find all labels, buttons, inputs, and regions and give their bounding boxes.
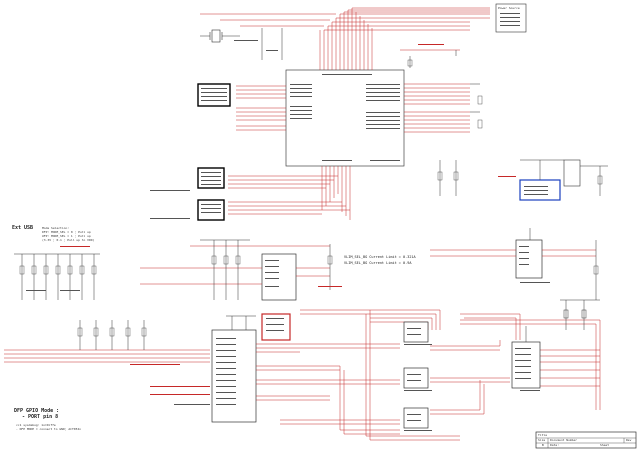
dfp-note-1: cc1 sysdebug: 1o=Diffe (16, 423, 56, 427)
mux-ic-bottom-right (511, 326, 541, 391)
ext-usb-title: Ext USB (12, 225, 33, 231)
rev-label: Rev (626, 438, 632, 442)
highlight-box-red (261, 313, 291, 341)
title-block: Title Size B Document Number Rev Date: S… (535, 431, 637, 449)
usb-switch-ic (140, 239, 342, 301)
ext-usb-note-2: DFP: MODE_SEL = 0 ; Pull up (42, 230, 91, 234)
signal-bus-routing (280, 309, 601, 441)
size-label: Size (538, 438, 545, 442)
highlight-box-blue (498, 159, 608, 201)
date-label: Date: (550, 443, 559, 447)
dfp-title: DFP GPIO Mode : (14, 408, 59, 414)
dfp-controller-ic (211, 315, 400, 423)
ext-usb-note-4: (3.3V ; 0.1 ; Pull up to VDD) (42, 238, 95, 242)
size-value: B (542, 443, 544, 447)
dfp-subtitle: - PORT pin 8 (22, 414, 58, 420)
right-edge-passives (560, 299, 600, 330)
usb-hub-ic (200, 7, 490, 220)
title-label: Title (538, 433, 547, 437)
ext-usb-note-1: Mode Selection: (42, 226, 69, 230)
ext-usb-note-3: UFP: MODE_SEL = 1 ; Pull up (42, 234, 91, 238)
switch-ic-1 (403, 321, 432, 345)
ext-usb-section: Ext USB Mode Selection: DFP: MODE_SEL = … (12, 225, 100, 300)
sheet-label: Sheet (600, 443, 609, 447)
mux-ic-right (430, 228, 599, 300)
switch-ic-3 (403, 407, 432, 431)
left-connector-blocks (150, 83, 231, 221)
current-limit-note-2: VLIM_SEL_BG Current Limit = 0.9A (344, 261, 412, 265)
right-side-components (400, 44, 483, 196)
power-source-box: Power Source (495, 3, 527, 33)
dfp-note-2: - DFP MODE = connect to GND; ACT05In (16, 427, 81, 431)
crystal-oscillator (200, 28, 283, 60)
switch-ic-2 (403, 367, 432, 391)
doc-number-label: Document Number (550, 438, 577, 442)
current-limit-note-1: VLIM_SEL_BG Current Limit = 0.321A (344, 255, 417, 259)
ports-left-inputs (4, 320, 210, 405)
power-source-title: Power Source (498, 6, 520, 10)
